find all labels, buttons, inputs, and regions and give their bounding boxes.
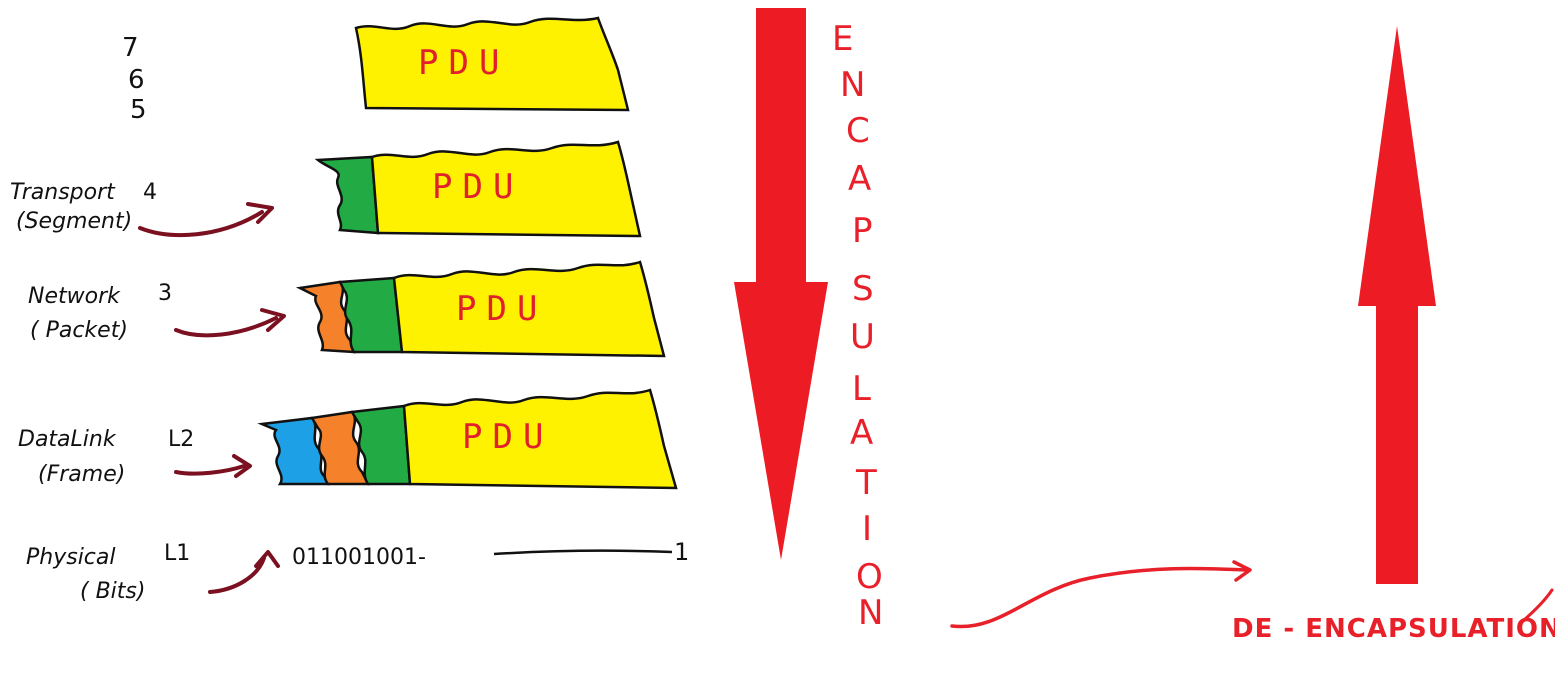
- encapsulation-letter-n2: N: [858, 593, 883, 633]
- physical-pointer-arrowhead: [254, 550, 280, 568]
- encapsulation-letter-p: P: [852, 211, 873, 251]
- datalink-number: L2: [168, 427, 194, 452]
- de-encapsulation-label: DE - ENCAPSULATION: [1232, 614, 1555, 644]
- encapsulation-letter-t: T: [855, 463, 877, 503]
- encapsulation-letter-c: C: [846, 111, 870, 151]
- datalink-pointer-arrowhead: [232, 454, 252, 478]
- upper-layer-numbers: 7 6 5: [122, 33, 147, 125]
- datalink-pdu-label: PDU: [462, 417, 553, 457]
- de-encapsulation-underline-flourish: [1522, 588, 1554, 622]
- transport-header-segment: [314, 155, 380, 235]
- network-pdu-shape: [392, 260, 666, 358]
- network-row: Network 3 ( Packet) PDU: [28, 260, 666, 358]
- de-encapsulation-pointer-arrow: [950, 566, 1248, 629]
- datalink-row: DataLink L2 (Frame) PDU: [18, 388, 678, 490]
- transport-pdu-shape: [370, 140, 642, 238]
- encapsulation-letter-o: O: [856, 557, 883, 597]
- top-pdu-block: PDU: [354, 16, 630, 112]
- network-pointer-arrowhead: [260, 308, 286, 332]
- physical-end-bit: 1: [674, 538, 689, 566]
- de-encapsulation-up-arrow: [1358, 26, 1436, 584]
- datalink-name: DataLink: [18, 427, 117, 452]
- network-pdu-label: PDU: [456, 289, 547, 329]
- encapsulation-vertical-label: E N C A P S U L A T I O N: [832, 19, 883, 633]
- transport-number: 4: [143, 180, 157, 205]
- transport-name: Transport: [10, 180, 116, 205]
- physical-name: Physical: [26, 545, 116, 570]
- transport-pdu-label: PDU: [432, 167, 523, 207]
- encapsulation-letter-e: E: [832, 19, 853, 59]
- transport-pointer-arrowhead: [246, 202, 274, 224]
- transport-pointer-arrow: [138, 210, 264, 237]
- physical-unit: ( Bits): [80, 579, 145, 604]
- top-pdu-label: PDU: [418, 43, 509, 83]
- datalink-pdu-shape: [402, 388, 678, 490]
- encapsulation-letter-i: I: [862, 509, 872, 549]
- layer-5-number: 5: [130, 95, 147, 125]
- network-header-segment: [338, 276, 404, 354]
- physical-number: L1: [164, 541, 190, 566]
- datalink-header-segment: [349, 404, 412, 486]
- transport-row: Transport 4 (Segment) PDU: [10, 140, 642, 238]
- encapsulation-letter-l: L: [852, 369, 871, 409]
- de-encapsulation-pointer-arrowhead: [1232, 560, 1252, 582]
- network-name: Network: [28, 284, 121, 309]
- transport-unit: (Segment): [16, 209, 132, 234]
- network-number: 3: [158, 281, 172, 306]
- network-pointer-arrow: [174, 316, 278, 338]
- network-unit: ( Packet): [30, 318, 128, 343]
- physical-bits: 011001001-: [292, 545, 426, 570]
- top-pdu-shape: [354, 16, 630, 112]
- encapsulation-letter-u: U: [850, 317, 875, 357]
- layer-6-number: 6: [128, 65, 145, 95]
- encapsulation-letter-a2: A: [850, 413, 873, 453]
- datalink-pointer-arrow: [174, 464, 246, 476]
- encapsulation-letter-n: N: [840, 65, 865, 105]
- datalink-unit: (Frame): [38, 462, 125, 487]
- encapsulation-letter-s: S: [852, 269, 874, 309]
- physical-pointer-arrow: [208, 556, 266, 594]
- physical-bit-line: [493, 549, 673, 556]
- encapsulation-down-arrow: [734, 8, 828, 560]
- layer-7-number: 7: [122, 33, 139, 63]
- encapsulation-letter-a: A: [848, 159, 871, 199]
- physical-row: Physical L1 ( Bits) 011001001- 1: [26, 538, 689, 604]
